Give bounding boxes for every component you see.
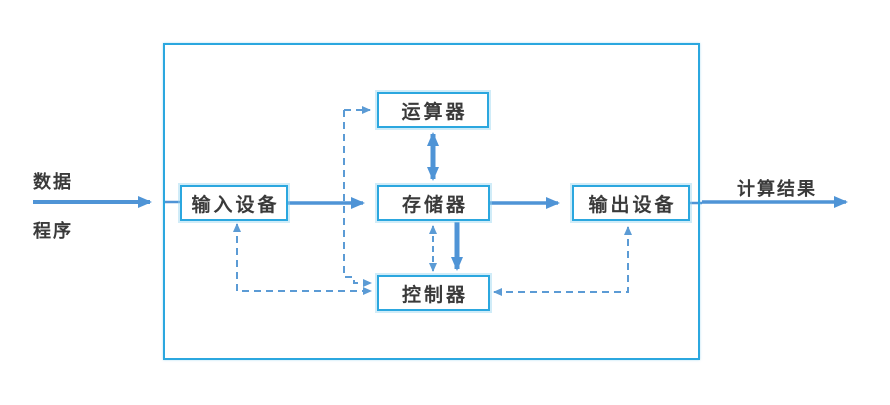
system-boundary-box bbox=[163, 43, 700, 360]
node-control-unit-label: 控制器 bbox=[401, 284, 468, 306]
label-program: 程序 bbox=[33, 221, 73, 241]
node-input-device: 输入设备 bbox=[180, 185, 288, 221]
node-arithmetic-unit-label: 运算器 bbox=[401, 101, 468, 123]
label-result: 计算结果 bbox=[737, 179, 817, 199]
node-arithmetic-unit: 运算器 bbox=[377, 92, 489, 128]
dashed-arrow-controller-output-device bbox=[493, 226, 632, 296]
node-output-device: 输出设备 bbox=[572, 185, 690, 221]
label-data: 数据 bbox=[33, 172, 73, 192]
dashed-arrow-input-device-controller bbox=[233, 223, 372, 295]
node-memory: 存储器 bbox=[377, 185, 490, 221]
node-control-unit: 控制器 bbox=[377, 275, 490, 311]
node-output-device-label: 输出设备 bbox=[588, 194, 677, 216]
dashed-arrow-alu-line-to-controller bbox=[343, 110, 372, 287]
node-memory-label: 存储器 bbox=[401, 194, 468, 216]
node-input-device-label: 输入设备 bbox=[191, 194, 280, 216]
